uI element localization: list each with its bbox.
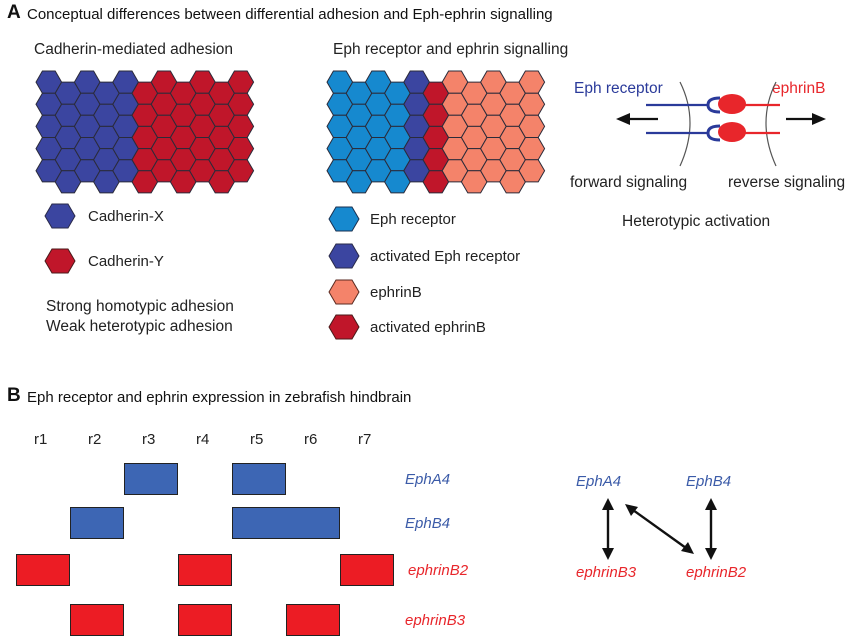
panel-a-title: Conceptual differences between different…	[27, 6, 553, 23]
network-ephrinb2: ephrinB2	[686, 564, 747, 581]
activated-eph-legend-icon	[328, 243, 360, 269]
expression-bar-ephb4	[232, 507, 340, 539]
activated-ephrinb-legend-label: activated ephrinB	[370, 319, 486, 336]
expression-bar-ephrinb2	[340, 554, 394, 586]
heterotypic-activation-label: Heterotypic activation	[622, 213, 771, 230]
cadherin-y-label: Cadherin-Y	[88, 253, 164, 270]
eph-receptor-legend-label: Eph receptor	[370, 211, 456, 228]
ephrinb-cell	[518, 159, 546, 183]
expression-bar-ephrinb3	[286, 604, 340, 636]
rhombomere-label-r1: r1	[34, 431, 48, 448]
gene-label-epha4: EphA4	[405, 471, 451, 488]
expression-bar-ephb4	[70, 507, 124, 539]
network-epha4: EphA4	[576, 473, 622, 490]
cadherin-x-label: Cadherin-X	[88, 208, 164, 225]
panel-b-title: Eph receptor and ephrin expression in ze…	[27, 389, 412, 406]
schematic-ephrin-label: ephrinB	[772, 80, 826, 97]
panel-a-letter: A	[7, 2, 21, 23]
bidirectional-signaling-schematic	[616, 81, 826, 167]
eph-receptor-legend-icon	[328, 206, 360, 232]
expression-bar-epha4	[232, 463, 286, 495]
eph-hex-grid	[326, 70, 546, 194]
rhombomere-label-r5: r5	[250, 431, 264, 448]
rhombomere-label-r6: r6	[304, 431, 318, 448]
rhombomere-label-r2: r2	[88, 431, 102, 448]
reverse-signaling-label: reverse signaling	[728, 174, 846, 191]
adhesion-note-line2: Weak heterotypic adhesion	[46, 318, 233, 335]
cadherin-hex-grid	[35, 70, 255, 194]
ephrinb-legend-label: ephrinB	[370, 284, 422, 301]
rhombomere-label-r3: r3	[142, 431, 156, 448]
activated-eph-legend-label: activated Eph receptor	[370, 248, 521, 265]
cadherin-heading: Cadherin-mediated adhesion	[34, 41, 234, 58]
adhesion-note-line1: Strong homotypic adhesion	[46, 298, 234, 315]
ephrinb-legend-icon	[328, 279, 360, 305]
gene-label-ephrinb3: ephrinB3	[405, 612, 466, 629]
expression-bar-epha4	[124, 463, 178, 495]
interaction-arrows	[602, 498, 717, 560]
expression-bar-ephrinb2	[16, 554, 70, 586]
cadherin-x-legend-icon	[44, 203, 76, 229]
cadherin-y-cell	[227, 159, 255, 183]
rhombomere-label-r4: r4	[196, 431, 210, 448]
expression-bar-ephrinb2	[178, 554, 232, 586]
panel-b-letter: B	[7, 385, 21, 406]
network-ephb4: EphB4	[686, 473, 732, 490]
network-ephrinb3: ephrinB3	[576, 564, 637, 581]
gene-label-ephrinb2: ephrinB2	[408, 562, 469, 579]
eph-heading: Eph receptor and ephrin signalling	[333, 41, 569, 58]
forward-signaling-label: forward signaling	[570, 174, 688, 191]
expression-bar-ephrinb3	[178, 604, 232, 636]
expression-bar-ephrinb3	[70, 604, 124, 636]
cadherin-y-legend-icon	[44, 248, 76, 274]
rhombomere-label-r7: r7	[358, 431, 372, 448]
schematic-eph-label: Eph receptor	[574, 80, 663, 97]
activated-ephrinb-legend-icon	[328, 314, 360, 340]
gene-label-ephb4: EphB4	[405, 515, 451, 532]
